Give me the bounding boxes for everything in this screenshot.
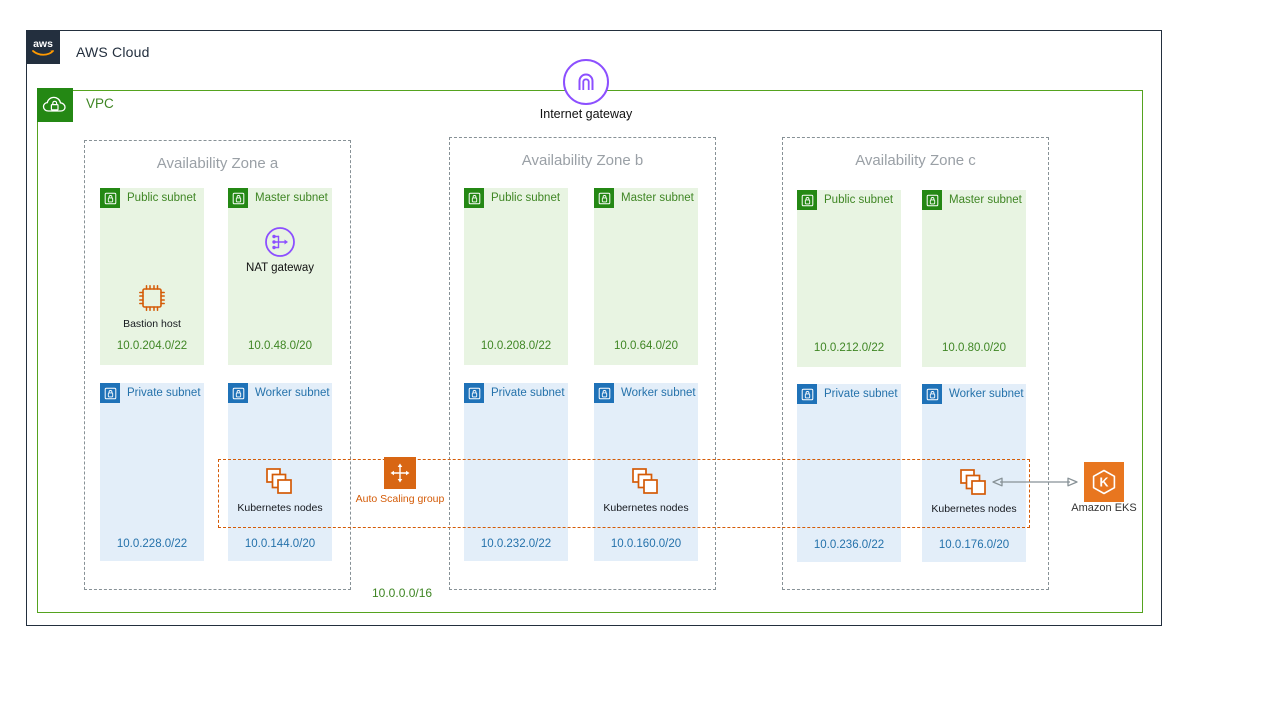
subnet-lock-icon [594, 188, 614, 208]
subnet-cidr: 10.0.144.0/20 [244, 538, 316, 550]
subnet-header: Worker subnet [228, 383, 330, 403]
svg-text:aws: aws [33, 38, 53, 50]
subnet-lock-icon [464, 188, 484, 208]
resource-label: NAT gateway [246, 262, 314, 274]
subnet-cidr: 10.0.208.0/22 [480, 340, 552, 352]
subnet-label: Private subnet [824, 388, 898, 400]
subnet-private-az-b[interactable]: Private subnet 10.0.232.0/22 [464, 383, 568, 561]
amazon-eks-service[interactable]: K Amazon EKS [1049, 462, 1159, 514]
resource-kubernetes-nodes[interactable]: Kubernetes nodes [225, 464, 335, 514]
resource-bastion-host[interactable]: Bastion host [97, 280, 207, 330]
subnet-header: Master subnet [228, 188, 328, 208]
subnet-header: Worker subnet [594, 383, 696, 403]
internet-gateway-icon [563, 59, 609, 105]
subnet-label: Worker subnet [621, 387, 696, 399]
subnet-private-az-c[interactable]: Private subnet 10.0.236.0/22 [797, 384, 901, 562]
subnet-label: Worker subnet [255, 387, 330, 399]
availability-zone-a: Availability Zone a [84, 140, 351, 590]
subnet-master-az-b[interactable]: Master subnet 10.0.64.0/20 [594, 188, 698, 365]
subnet-lock-icon [228, 188, 248, 208]
subnet-public-az-c[interactable]: Public subnet 10.0.212.0/22 [797, 190, 901, 367]
subnet-label: Private subnet [491, 387, 565, 399]
subnet-header: Master subnet [594, 188, 694, 208]
resource-label: Kubernetes nodes [237, 502, 323, 514]
subnet-header: Public subnet [464, 188, 560, 208]
subnet-cidr: 10.0.64.0/20 [614, 340, 678, 352]
subnet-lock-icon [594, 383, 614, 403]
vpc-cidr-label: 10.0.0.0/16 [372, 586, 433, 600]
subnet-header: Public subnet [797, 190, 893, 210]
kubernetes-nodes-icon [225, 464, 335, 500]
auto-scaling-group-icon [345, 455, 455, 491]
availability-zone-a-title: Availability Zone a [156, 155, 279, 172]
bastion-host-ec2-icon [97, 280, 207, 316]
subnet-cidr: 10.0.80.0/20 [942, 342, 1006, 354]
kubernetes-nodes-icon [591, 464, 701, 500]
aws-logo-icon: aws [26, 30, 60, 64]
subnet-label: Master subnet [949, 194, 1022, 206]
subnet-lock-icon [464, 383, 484, 403]
auto-scaling-group-label: Auto Scaling group [355, 493, 445, 505]
availability-zone-b: Availability Zone b [449, 137, 716, 590]
amazon-eks-label: Amazon EKS [1071, 502, 1137, 514]
subnet-lock-icon [797, 190, 817, 210]
eks-to-nodes-arrow [992, 472, 1078, 492]
amazon-eks-icon: K [1049, 462, 1159, 502]
resource-kubernetes-nodes[interactable]: Kubernetes nodes [591, 464, 701, 514]
subnet-header: Public subnet [100, 188, 196, 208]
subnet-cidr: 10.0.232.0/22 [480, 538, 552, 550]
internet-gateway-label: Internet gateway [539, 107, 633, 121]
subnet-lock-icon [228, 383, 248, 403]
subnet-cidr: 10.0.48.0/20 [248, 340, 312, 352]
subnet-label: Master subnet [255, 192, 328, 204]
subnet-label: Master subnet [621, 192, 694, 204]
subnet-lock-icon [797, 384, 817, 404]
subnet-private-az-a[interactable]: Private subnet 10.0.228.0/22 [100, 383, 204, 561]
subnet-label: Public subnet [824, 194, 894, 206]
subnet-label: Public subnet [491, 192, 561, 204]
resource-label: Bastion host [123, 318, 181, 330]
subnet-lock-icon [100, 383, 120, 403]
subnet-header: Private subnet [464, 383, 565, 403]
vpc-cloud-lock-icon [37, 88, 73, 122]
subnet-header: Master subnet [922, 190, 1022, 210]
subnet-public-az-a[interactable]: Public subnet B [100, 188, 204, 365]
subnet-public-az-b[interactable]: Public subnet 10.0.208.0/22 [464, 188, 568, 365]
subnet-master-az-a[interactable]: Master subnet [228, 188, 332, 365]
kubernetes-nodes-icon [919, 465, 1029, 501]
resource-kubernetes-nodes[interactable]: Kubernetes nodes [919, 465, 1029, 515]
availability-zone-c-title: Availability Zone c [855, 152, 976, 169]
aws-cloud-title: AWS Cloud [76, 44, 150, 60]
subnet-lock-icon [922, 190, 942, 210]
subnet-worker-az-b[interactable]: Worker subnet Kubernetes nodes 10.0.160.… [594, 383, 698, 561]
resource-label: Kubernetes nodes [931, 503, 1017, 515]
subnet-cidr: 10.0.160.0/20 [610, 538, 682, 550]
subnet-worker-az-a[interactable]: Worker subnet Kubernetes nodes 10.0.144.… [228, 383, 332, 561]
subnet-label: Public subnet [127, 192, 197, 204]
subnet-cidr: 10.0.176.0/20 [938, 539, 1010, 551]
availability-zone-b-title: Availability Zone b [521, 152, 644, 169]
availability-zone-c: Availability Zone c [782, 137, 1049, 590]
resource-label: Kubernetes nodes [603, 502, 689, 514]
subnet-lock-icon [100, 188, 120, 208]
subnet-label: Worker subnet [949, 388, 1024, 400]
subnet-cidr: 10.0.204.0/22 [116, 340, 188, 352]
subnet-worker-az-c[interactable]: Worker subnet Kubernetes nodes 10.0.176.… [922, 384, 1026, 562]
subnet-header: Private subnet [797, 384, 898, 404]
subnet-label: Private subnet [127, 387, 201, 399]
auto-scaling-group-boundary [218, 459, 1030, 528]
subnet-header: Worker subnet [922, 384, 1024, 404]
subnet-lock-icon [922, 384, 942, 404]
subnet-master-az-c[interactable]: Master subnet 10.0.80.0/20 [922, 190, 1026, 367]
subnet-header: Private subnet [100, 383, 201, 403]
subnet-cidr: 10.0.212.0/22 [813, 342, 885, 354]
resource-nat-gateway[interactable]: NAT gateway [225, 224, 335, 274]
svg-text:K: K [1099, 475, 1108, 489]
nat-gateway-icon [225, 224, 335, 260]
subnet-cidr: 10.0.228.0/22 [116, 538, 188, 550]
subnet-cidr: 10.0.236.0/22 [813, 539, 885, 551]
auto-scaling-group[interactable]: Auto Scaling group [345, 455, 455, 505]
vpc-title: VPC [86, 96, 114, 111]
